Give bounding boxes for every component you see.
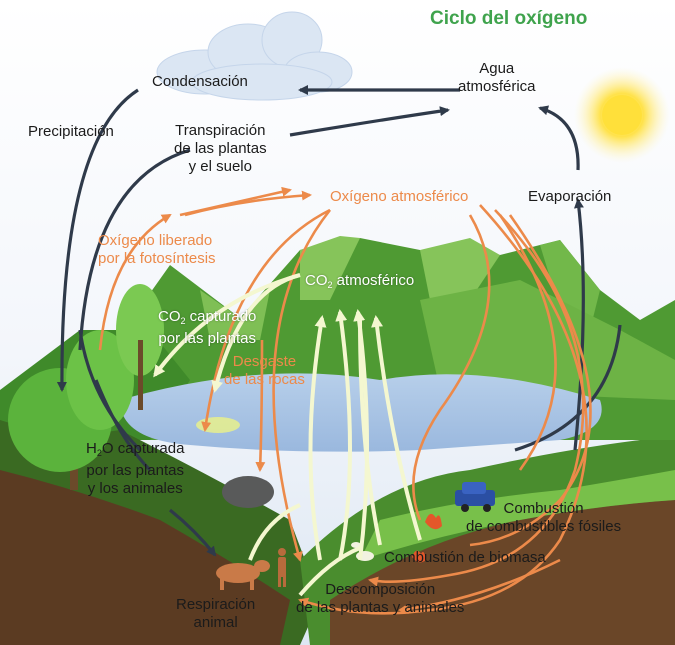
label-respiracion: Respiración animal bbox=[176, 596, 256, 631]
ground bbox=[0, 420, 675, 645]
label-oxigeno-liberado: Oxígeno liberado por la fotosíntesis bbox=[98, 232, 216, 267]
label-h2o-capturada: H2O capturada por las plantas y los anim… bbox=[86, 440, 185, 497]
label-desgaste: Desgaste de las rocas bbox=[224, 353, 305, 388]
label-co2-capturado: CO2 capturado por las plantas bbox=[158, 308, 257, 347]
rock-glow bbox=[196, 417, 240, 433]
label-transpiracion: Transpiración de las plantas y el suelo bbox=[174, 122, 267, 175]
person-icon bbox=[278, 548, 286, 587]
sun-icon bbox=[574, 67, 670, 163]
label-descomposicion: Descomposición de las plantas y animales bbox=[296, 581, 465, 616]
diagram-title: Ciclo del oxígeno bbox=[430, 8, 588, 29]
oxygen-arrows bbox=[98, 186, 592, 615]
label-combustion-fosiles: Combustión de combustibles fósiles bbox=[466, 500, 622, 535]
label-co2-atmosferico: CO2 atmosférico bbox=[305, 272, 415, 290]
car-icon bbox=[455, 482, 495, 512]
rock-icon bbox=[222, 476, 274, 508]
label-evaporacion: Evaporación bbox=[528, 188, 612, 205]
label-oxigeno-atmosferico: Oxígeno atmosférico bbox=[330, 188, 469, 205]
label-condensacion: Condensación bbox=[152, 73, 248, 90]
cow-icon bbox=[216, 560, 270, 590]
label-combustion-biomasa: Combustión de biomasa bbox=[384, 549, 546, 566]
label-precipitacion: Precipitación bbox=[28, 123, 114, 140]
trees bbox=[8, 284, 164, 490]
cloud-icon bbox=[156, 11, 353, 101]
co2-arrows bbox=[153, 273, 422, 597]
label-agua-atmosferica: Agua atmosférica bbox=[458, 60, 536, 95]
fire-icon bbox=[412, 513, 442, 563]
